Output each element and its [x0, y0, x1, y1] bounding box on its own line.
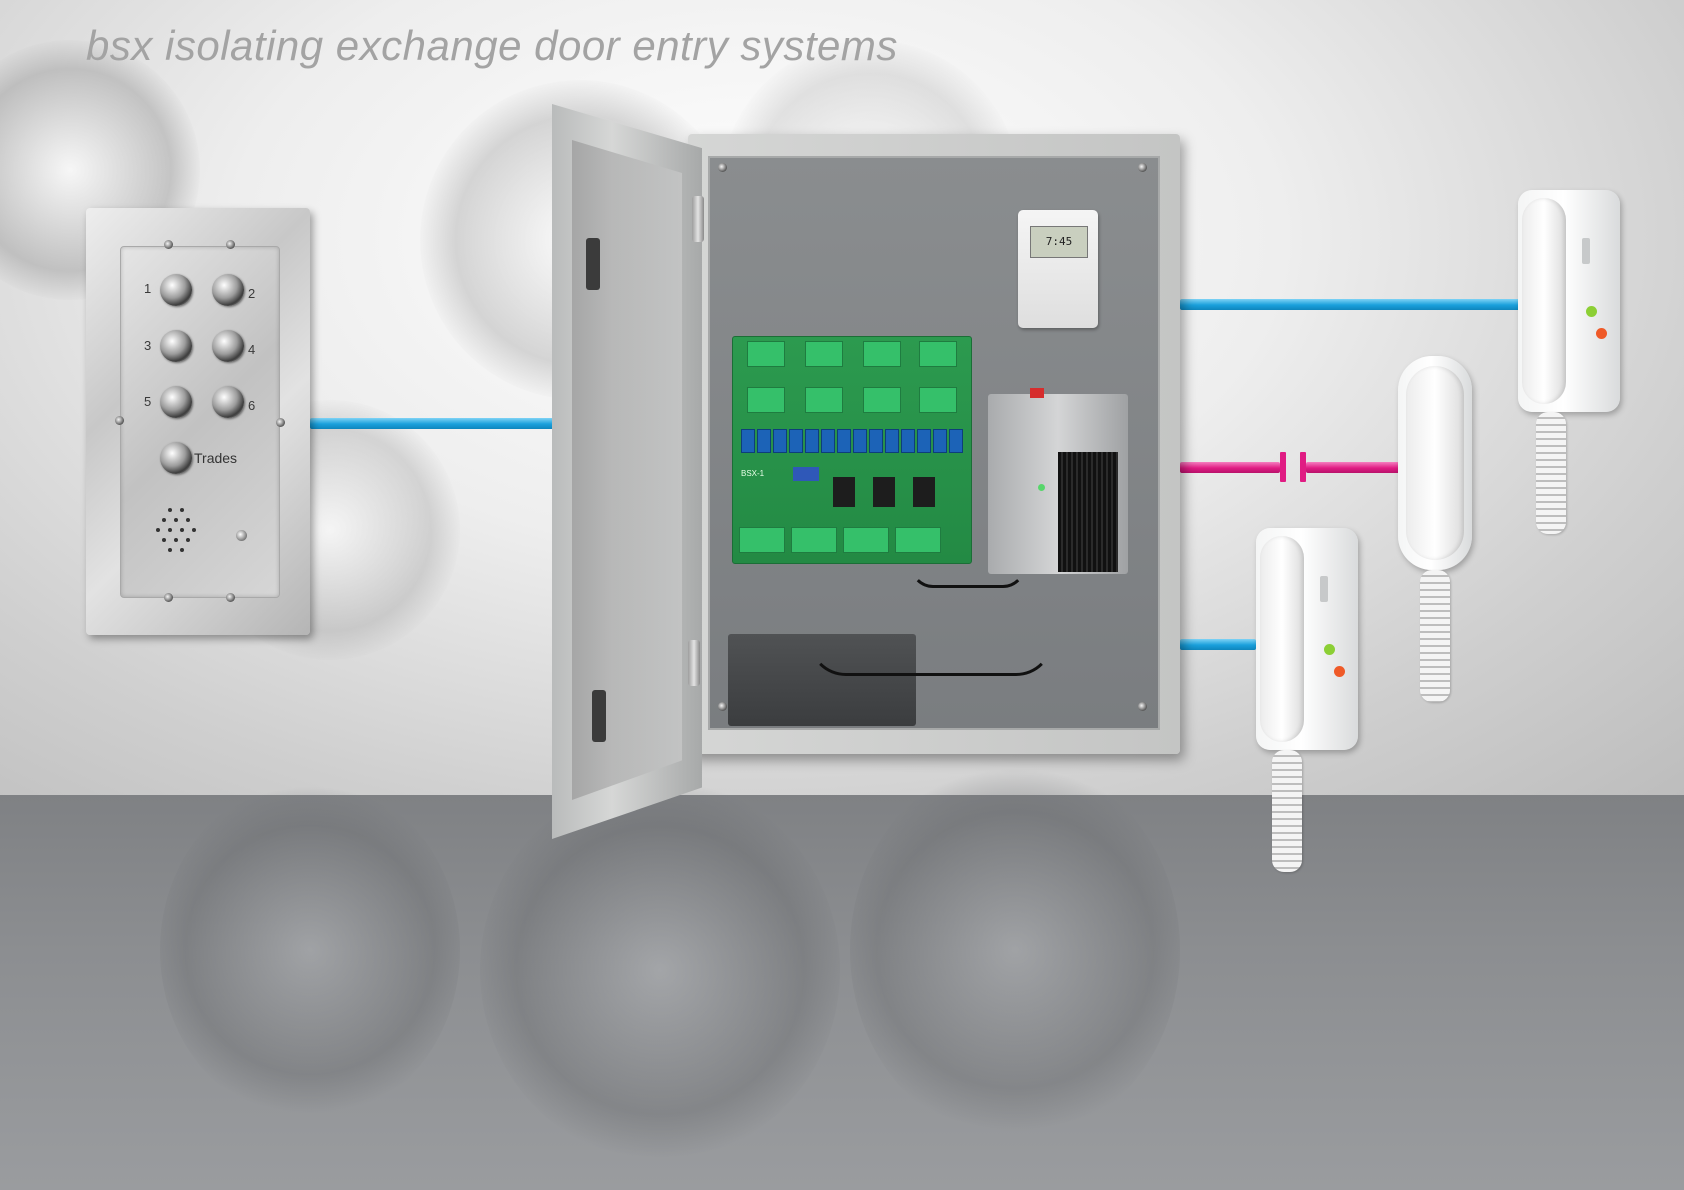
terminal-block — [747, 387, 785, 413]
dip-switch[interactable] — [793, 467, 819, 481]
pcb-model-label: BSX-1 — [741, 469, 765, 478]
terminal-block — [843, 527, 889, 553]
terminal-block — [805, 341, 843, 367]
push-button-icon[interactable] — [212, 274, 244, 306]
time-switch: 7:45 — [1018, 210, 1098, 328]
door-entry-panel: 1 2 3 4 5 6 Trades — [86, 208, 310, 635]
terminal-block — [747, 341, 785, 367]
hinge-icon — [692, 196, 704, 242]
brand-logo — [1582, 238, 1590, 264]
terminal-block — [919, 341, 957, 367]
push-button-icon[interactable] — [212, 330, 244, 362]
screw-icon — [718, 702, 727, 711]
relay — [869, 429, 883, 453]
background-reflection-ghost — [160, 780, 460, 1120]
capacitor-symbol-icon — [1300, 452, 1306, 482]
handset-icon — [1260, 536, 1304, 742]
screw-icon — [1138, 702, 1147, 711]
terminal-block — [919, 387, 957, 413]
relay — [901, 429, 915, 453]
button-number-3: 3 — [144, 338, 152, 353]
psu-heatsink — [1058, 452, 1118, 572]
psu-switch[interactable] — [1030, 388, 1044, 398]
background-reflection-ghost — [850, 760, 1180, 1140]
camera-lens-icon — [236, 530, 247, 541]
relay — [757, 429, 771, 453]
call-button[interactable] — [1334, 666, 1345, 677]
timer-display: 7:45 — [1030, 226, 1088, 258]
screw-icon — [1138, 163, 1147, 172]
page-title: bsx isolating exchange door entry system… — [86, 22, 898, 69]
relay — [805, 429, 819, 453]
cable-blue-panel — [310, 418, 560, 429]
push-button-icon[interactable] — [160, 274, 192, 306]
relay — [789, 429, 803, 453]
trades-button-icon[interactable] — [160, 442, 192, 474]
handset-3[interactable] — [1256, 528, 1358, 750]
handset-cord — [1536, 412, 1566, 534]
relay — [741, 429, 755, 453]
ic-chip — [833, 477, 855, 507]
relay — [837, 429, 851, 453]
relay — [773, 429, 787, 453]
terminal-block — [863, 341, 901, 367]
screw-icon — [276, 418, 285, 427]
door-latch-icon[interactable] — [592, 690, 606, 742]
cable-blue-phone-3 — [1180, 639, 1256, 650]
ic-chip — [913, 477, 935, 507]
screw-icon — [226, 240, 235, 249]
bsx-circuit-board: BSX-1 — [732, 336, 972, 564]
push-button-icon[interactable] — [160, 330, 192, 362]
door-release-button[interactable] — [1324, 644, 1335, 655]
handset-1[interactable] — [1518, 190, 1620, 412]
push-button-icon[interactable] — [212, 386, 244, 418]
screw-icon — [226, 593, 235, 602]
button-number-5: 5 — [144, 394, 152, 409]
door-latch-icon[interactable] — [586, 238, 600, 290]
screw-icon — [164, 593, 173, 602]
terminal-block — [791, 527, 837, 553]
relay — [917, 429, 931, 453]
handset-cord — [1420, 570, 1450, 702]
handset-2[interactable] — [1398, 356, 1472, 570]
relay — [853, 429, 867, 453]
screw-icon — [115, 416, 124, 425]
panel-faceplate — [120, 246, 280, 598]
button-number-1: 1 — [144, 281, 152, 296]
capacitor-symbol-icon — [1280, 452, 1286, 482]
background-reflection-ghost — [480, 780, 840, 1160]
relay — [821, 429, 835, 453]
screw-icon — [718, 163, 727, 172]
button-number-2: 2 — [248, 286, 256, 301]
hinge-icon — [688, 640, 700, 686]
handset-icon — [1522, 198, 1566, 404]
button-number-6: 6 — [248, 398, 256, 413]
psu-led-icon — [1038, 484, 1045, 491]
psu-wire — [910, 542, 1026, 588]
relay — [885, 429, 899, 453]
terminal-block — [739, 527, 785, 553]
relay — [933, 429, 947, 453]
cable-blue-phone-1 — [1180, 299, 1522, 310]
door-release-button[interactable] — [1586, 306, 1597, 317]
ic-chip — [873, 477, 895, 507]
cable-pink-right — [1306, 462, 1400, 473]
call-button[interactable] — [1596, 328, 1607, 339]
terminal-block — [805, 387, 843, 413]
brand-logo — [1320, 576, 1328, 602]
battery-wire — [808, 600, 1054, 676]
relay — [949, 429, 963, 453]
cable-pink-left — [1180, 462, 1280, 473]
handset-icon — [1406, 366, 1464, 560]
push-button-icon[interactable] — [160, 386, 192, 418]
handset-cord — [1272, 750, 1302, 872]
button-number-4: 4 — [248, 342, 256, 357]
screw-icon — [164, 240, 173, 249]
trades-label: Trades — [194, 450, 238, 466]
terminal-block — [863, 387, 901, 413]
